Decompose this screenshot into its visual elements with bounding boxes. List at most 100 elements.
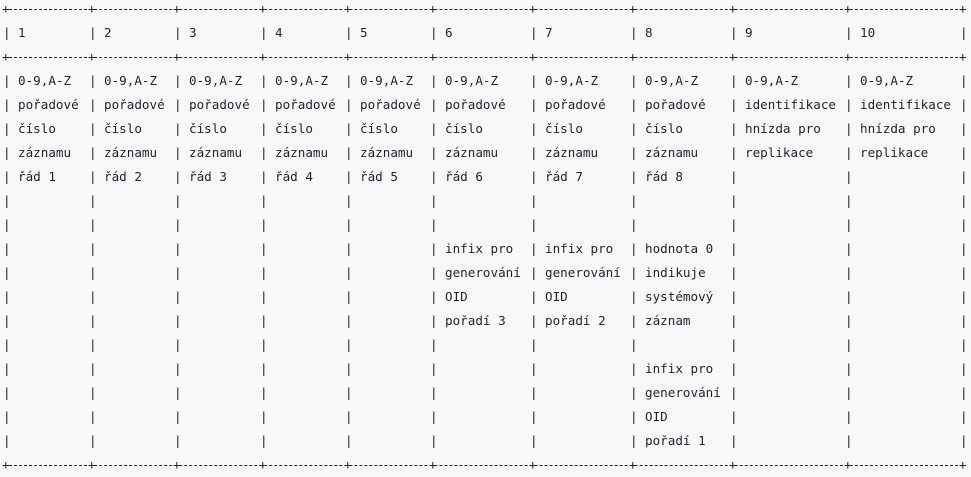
column-separator: |	[630, 25, 638, 40]
column-separator: |	[630, 97, 638, 112]
column-separator: |	[630, 289, 638, 304]
column-separator: |	[530, 433, 538, 448]
cell-text: číslo	[189, 121, 227, 136]
rule-corner: +	[529, 1, 537, 16]
column-separator: |	[174, 265, 182, 280]
rule-corner: +	[259, 49, 267, 64]
column-separator: |	[89, 121, 97, 136]
column-separator: |	[730, 361, 738, 376]
cell-text: 9	[745, 25, 753, 40]
column-separator: |	[845, 193, 853, 208]
column-separator: |	[174, 73, 182, 88]
column-separator: |	[430, 433, 438, 448]
cell-text: 8	[645, 25, 653, 40]
column-separator: |	[960, 265, 968, 280]
cell-text: číslo	[18, 121, 56, 136]
dashed-line	[4, 57, 963, 58]
rule-corner: +	[844, 457, 852, 472]
cell-text: 1	[18, 25, 26, 40]
rule-corner: +	[344, 1, 352, 16]
table-row: |||||||||||	[0, 213, 971, 237]
column-separator: |	[345, 97, 353, 112]
rule-corner: +	[2, 1, 10, 16]
column-separator: |	[3, 25, 11, 40]
column-separator: |	[630, 73, 638, 88]
column-separator: |	[530, 121, 538, 136]
column-separator: |	[260, 145, 268, 160]
column-separator: |	[430, 337, 438, 352]
rule-corner: +	[259, 1, 267, 16]
column-separator: |	[174, 385, 182, 400]
column-separator: |	[260, 433, 268, 448]
column-separator: |	[89, 433, 97, 448]
cell-text: generování	[545, 265, 621, 280]
cell-text: záznamu	[275, 145, 329, 160]
cell-text: 0-9,A-Z	[360, 73, 414, 88]
column-separator: |	[730, 145, 738, 160]
column-separator: |	[430, 313, 438, 328]
column-separator: |	[630, 313, 638, 328]
column-separator: |	[430, 121, 438, 136]
column-separator: |	[530, 241, 538, 256]
column-separator: |	[3, 433, 11, 448]
column-separator: |	[960, 313, 968, 328]
column-separator: |	[730, 409, 738, 424]
rule-corner: +	[844, 1, 852, 16]
rule-corner: +	[88, 49, 96, 64]
column-separator: |	[430, 361, 438, 376]
column-separator: |	[530, 313, 538, 328]
cell-text: řád 1	[18, 169, 56, 184]
column-separator: |	[89, 361, 97, 376]
cell-text: 0-9,A-Z	[745, 73, 799, 88]
rule-corner: +	[629, 1, 637, 16]
cell-text: generování	[645, 385, 721, 400]
column-separator: |	[845, 337, 853, 352]
column-separator: |	[730, 193, 738, 208]
column-separator: |	[260, 25, 268, 40]
column-separator: |	[530, 361, 538, 376]
column-separator: |	[960, 241, 968, 256]
column-separator: |	[960, 385, 968, 400]
column-separator: |	[3, 193, 11, 208]
cell-text: záznamu	[104, 145, 158, 160]
column-separator: |	[260, 361, 268, 376]
table-row: |||||||||||	[0, 189, 971, 213]
column-separator: |	[630, 241, 638, 256]
column-separator: |	[845, 313, 853, 328]
column-separator: |	[960, 361, 968, 376]
column-separator: |	[260, 337, 268, 352]
column-separator: |	[730, 169, 738, 184]
rule-corner: +	[529, 49, 537, 64]
column-separator: |	[174, 289, 182, 304]
cell-text: záznamu	[360, 145, 414, 160]
column-separator: |	[960, 97, 968, 112]
cell-text: pořadové	[360, 97, 421, 112]
column-separator: |	[730, 241, 738, 256]
column-separator: |	[630, 361, 638, 376]
table-row: |||||||||||OID	[0, 405, 971, 429]
cell-text: identifikace	[745, 97, 836, 112]
cell-text: 0-9,A-Z	[545, 73, 599, 88]
column-separator: |	[3, 241, 11, 256]
cell-text: systémový	[645, 289, 714, 304]
column-separator: |	[174, 361, 182, 376]
cell-text: 0-9,A-Z	[18, 73, 72, 88]
table-row: |||||||||||pořadí 1	[0, 429, 971, 453]
column-separator: |	[960, 337, 968, 352]
cell-text: řád 6	[445, 169, 483, 184]
column-separator: |	[89, 193, 97, 208]
column-separator: |	[345, 217, 353, 232]
column-separator: |	[845, 97, 853, 112]
column-separator: |	[960, 289, 968, 304]
column-separator: |	[730, 337, 738, 352]
column-separator: |	[630, 337, 638, 352]
table-row: |||||||||||	[0, 333, 971, 357]
column-separator: |	[260, 241, 268, 256]
rule-corner: +	[959, 1, 967, 16]
rule-corner: +	[88, 457, 96, 472]
cell-text: záznamu	[445, 145, 499, 160]
